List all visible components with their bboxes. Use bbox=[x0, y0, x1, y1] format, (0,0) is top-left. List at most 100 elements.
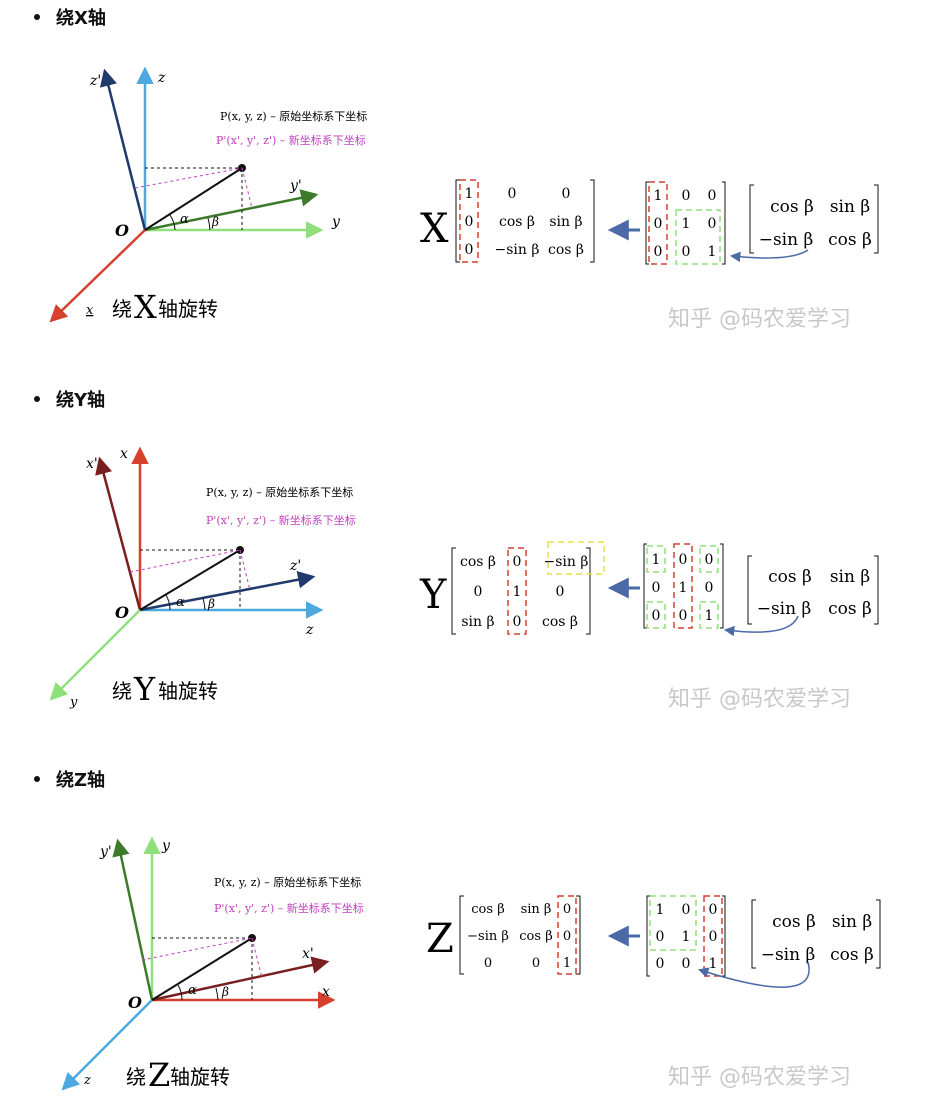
bracket bbox=[451, 547, 591, 635]
rot2d-matrix: cos β sin β −sin β cos β bbox=[751, 899, 881, 969]
block-highlight-green bbox=[675, 209, 721, 265]
result-matrix: cos β 0 −sin β 0 1 0 sin β 0 cos β bbox=[451, 541, 605, 635]
bullet-dot bbox=[34, 14, 40, 20]
em-1-0: 0 bbox=[652, 580, 661, 596]
r2-0-0: cos β bbox=[768, 567, 812, 587]
label-z-prime: z' bbox=[289, 558, 301, 574]
rm-0-1: 0 bbox=[508, 186, 517, 202]
embed-matrix: 1 0 0 0 1 0 0 0 1 bbox=[646, 895, 726, 977]
bracket bbox=[749, 184, 879, 254]
y-axis bbox=[49, 609, 141, 701]
em-2-2: 1 bbox=[705, 608, 714, 624]
heading-text: 绕Y轴 bbox=[56, 390, 106, 411]
alpha-arc bbox=[169, 214, 176, 231]
p-prime-label: P'(x', y', z') – 新坐标系下坐标 bbox=[206, 513, 356, 527]
watermark: 知乎 @码农爱学习 bbox=[668, 1065, 851, 1090]
r2-0-1: sin β bbox=[830, 567, 870, 587]
heading-text: 绕X轴 bbox=[56, 8, 106, 29]
bracket bbox=[751, 899, 881, 969]
label-alpha: α bbox=[188, 983, 197, 998]
y-prime-axis bbox=[144, 189, 319, 232]
figure-rotate-z: y' y x x' O α β P(x, y, z) – 原始坐标系下坐标 P'… bbox=[61, 836, 881, 1094]
rm-1-0: −sin β bbox=[467, 929, 509, 944]
rm-2-1: −sin β bbox=[495, 242, 540, 258]
result-matrix: cos β sin β 0 −sin β cos β 0 0 0 1 bbox=[459, 895, 581, 975]
rm-1-2: 0 bbox=[563, 929, 571, 944]
alpha-arc bbox=[177, 984, 183, 1001]
em-2-0: 0 bbox=[656, 956, 665, 972]
proj-prime-h bbox=[134, 167, 243, 189]
em-0-0: 1 bbox=[656, 902, 665, 918]
r2-1-0: −sin β bbox=[761, 945, 816, 965]
caption: 绕 Z 轴旋转 bbox=[126, 1056, 230, 1094]
section-heading-z: 绕Z轴 bbox=[34, 766, 105, 792]
figure-rotate-y: x' x z z' O α β P(x, y, z) – 原始坐标系下坐标 P'… bbox=[49, 446, 879, 712]
p-label: P(x, y, z) – 原始坐标系下坐标 bbox=[220, 109, 367, 123]
cell-highlight-yellow bbox=[547, 541, 605, 575]
em-0-0: 1 bbox=[654, 188, 663, 204]
cell-green-02 bbox=[699, 545, 719, 573]
em-0-1: 0 bbox=[682, 902, 691, 918]
label-z: z bbox=[305, 622, 314, 638]
rm-1-0: 0 bbox=[465, 214, 474, 230]
em-1-1: 1 bbox=[679, 580, 688, 596]
caption-axis: Z bbox=[148, 1056, 170, 1094]
r2-1-1: cos β bbox=[828, 230, 872, 250]
op-vector bbox=[144, 167, 243, 231]
p-prime-label: P'(x', y', z') – 新坐标系下坐标 bbox=[214, 901, 364, 915]
p-prime-label: P'(x', y', z') – 新坐标系下坐标 bbox=[216, 133, 366, 147]
caption-suffix: 轴旋转 bbox=[170, 1065, 230, 1089]
rm-1-0: 0 bbox=[474, 584, 483, 600]
rm-0-1: 0 bbox=[513, 554, 522, 570]
proj-prime-v bbox=[239, 549, 251, 591]
r2-1-1: cos β bbox=[830, 945, 874, 965]
caption-suffix: 轴旋转 bbox=[158, 679, 218, 703]
rm-1-1: cos β bbox=[519, 929, 552, 944]
r2-1-1: cos β bbox=[828, 599, 872, 619]
caption: 绕 X 轴旋转 bbox=[112, 288, 218, 326]
label-z-prime: z' bbox=[89, 73, 101, 89]
figure-rotate-x: z' z y y' O α β P(x, y, z) – 原始坐标系下坐标 P'… bbox=[49, 66, 879, 332]
label-x-prime: x' bbox=[86, 456, 98, 472]
curved-arrow bbox=[697, 961, 810, 988]
rm-0-1: sin β bbox=[521, 902, 552, 917]
bracket bbox=[643, 543, 724, 629]
em-2-2: 1 bbox=[709, 956, 718, 972]
r2-0-0: cos β bbox=[770, 197, 814, 217]
r2-0-1: sin β bbox=[832, 912, 872, 932]
caption-suffix: 轴旋转 bbox=[158, 297, 218, 321]
label-origin: O bbox=[115, 221, 129, 240]
em-2-1: 0 bbox=[682, 956, 691, 972]
big-letter: Z bbox=[426, 916, 454, 962]
z-axis bbox=[61, 999, 153, 1091]
rm-2-2: 1 bbox=[563, 956, 571, 971]
caption-prefix: 绕 bbox=[126, 1065, 146, 1089]
rm-1-1: cos β bbox=[499, 214, 535, 230]
em-0-1: 0 bbox=[679, 552, 688, 568]
p-label: P(x, y, z) – 原始坐标系下坐标 bbox=[206, 485, 353, 499]
cell-green-22 bbox=[699, 601, 719, 629]
rm-0-0: 1 bbox=[465, 186, 474, 202]
proj-prime-v bbox=[251, 937, 263, 979]
em-1-1: 1 bbox=[682, 929, 691, 945]
y-prime-axis bbox=[112, 838, 154, 1001]
label-beta: β bbox=[207, 597, 215, 611]
col-highlight-red bbox=[557, 895, 577, 975]
bracket bbox=[646, 895, 726, 977]
result-matrix: 1 0 0 0 cos β sin β 0 −sin β cos β bbox=[455, 179, 595, 263]
bracket bbox=[645, 181, 726, 265]
label-x-prime: x' bbox=[302, 946, 314, 962]
watermark: 知乎 @码农爱学习 bbox=[668, 687, 851, 712]
heading-text: 绕Z轴 bbox=[56, 770, 106, 791]
label-x: x bbox=[86, 303, 94, 318]
big-letter: X bbox=[420, 206, 449, 252]
rm-1-2: sin β bbox=[549, 214, 582, 230]
caption-axis: X bbox=[134, 288, 157, 326]
beta-arc bbox=[207, 217, 211, 231]
watermark: 知乎 @码农爱学习 bbox=[668, 307, 851, 332]
label-y-prime: y' bbox=[289, 178, 302, 194]
label-x: x bbox=[322, 984, 330, 1000]
caption-prefix: 绕 bbox=[112, 679, 132, 703]
em-0-2: 0 bbox=[709, 902, 718, 918]
curved-arrow bbox=[723, 615, 799, 637]
